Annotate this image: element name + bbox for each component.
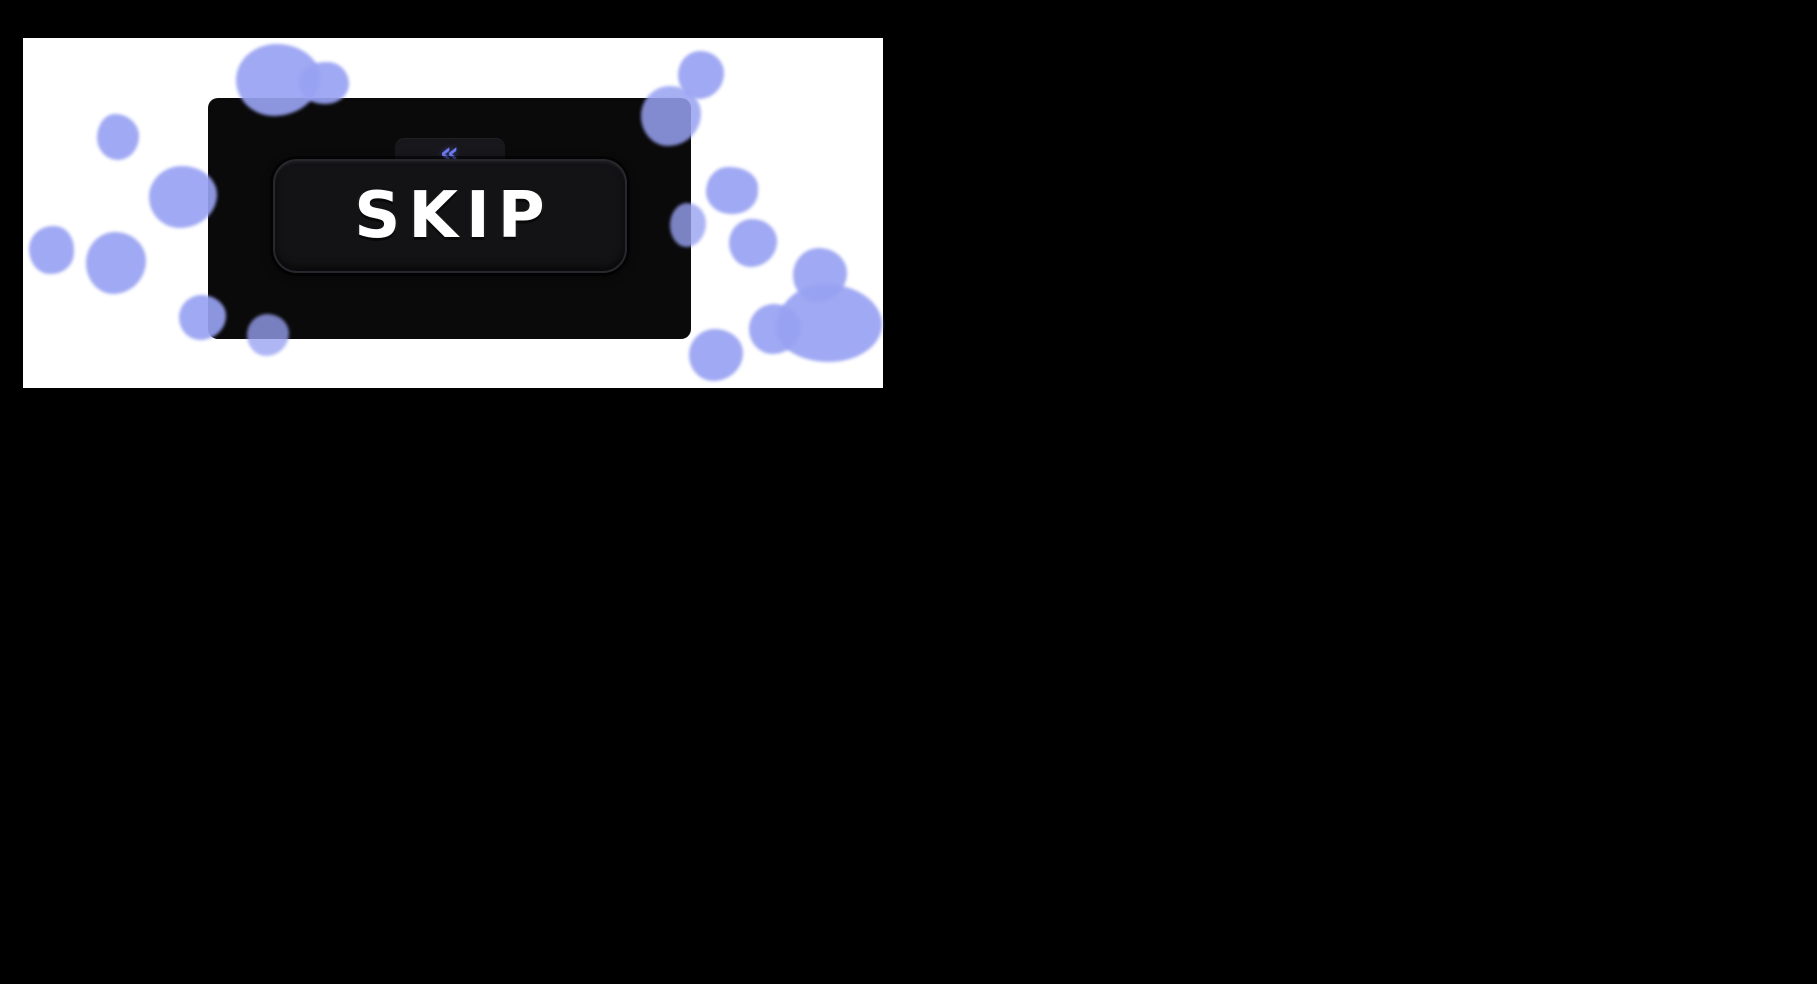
paint-blob <box>247 314 289 356</box>
paint-blob <box>299 62 349 104</box>
paint-blob <box>689 329 743 381</box>
paint-blob <box>29 226 74 274</box>
paint-blob <box>706 167 758 214</box>
skip-button-label: SKIP <box>354 179 553 253</box>
paint-blob <box>670 203 706 247</box>
skip-button[interactable]: SKIP <box>272 159 627 273</box>
skip-overlay: « SKIP <box>208 98 691 339</box>
paint-blob <box>97 114 139 160</box>
paint-blob <box>149 166 217 228</box>
paint-blob <box>749 304 801 354</box>
canvas-panel: « SKIP <box>23 38 883 388</box>
paint-blob <box>641 86 701 146</box>
paint-blob <box>729 219 777 267</box>
paint-blob <box>86 232 146 294</box>
paint-blob <box>179 295 226 340</box>
